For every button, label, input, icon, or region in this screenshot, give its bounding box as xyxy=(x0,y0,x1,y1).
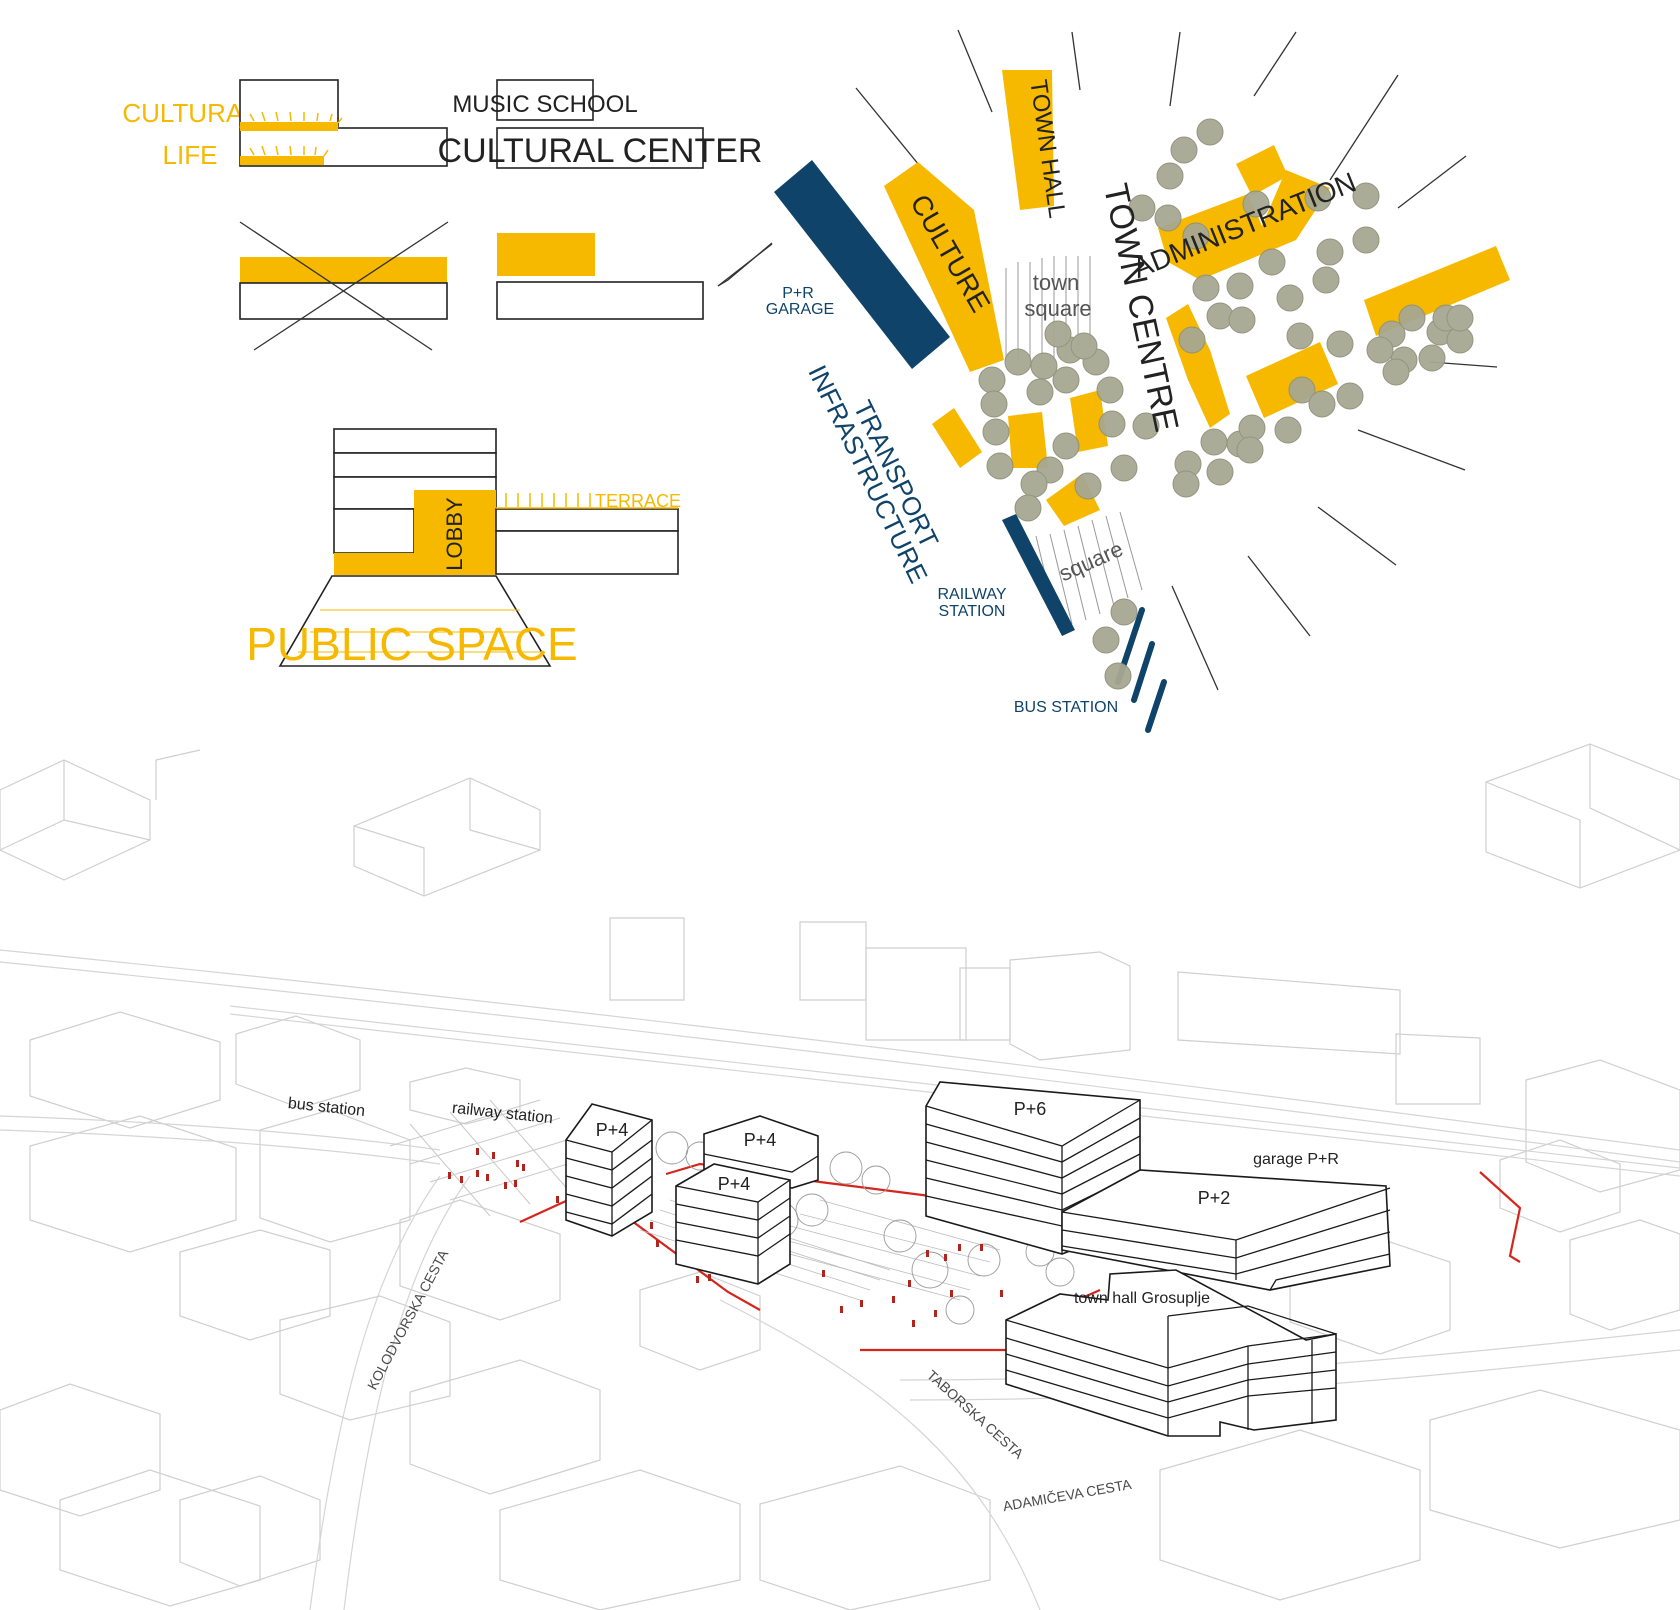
rejected-yellow-band xyxy=(240,257,447,283)
admin-small-block xyxy=(1236,145,1288,196)
music-school-label-frame xyxy=(496,79,594,121)
context-buildings xyxy=(0,743,1680,1610)
pr-garage-label-1: P+R xyxy=(782,285,814,302)
building-town-hall: town hall Grosuplje xyxy=(1005,1269,1337,1437)
station-plaza-grid xyxy=(389,1099,601,1217)
tree-canopy xyxy=(978,118,1474,690)
building-p2-garage: P+2 garage P+R xyxy=(1061,1151,1391,1291)
music-school-box xyxy=(239,79,339,127)
transport-side-block xyxy=(932,408,982,468)
lobby-block xyxy=(414,490,496,575)
section-floor-2 xyxy=(333,452,497,478)
town-hall-roof-edge xyxy=(1005,1319,1337,1369)
pr-garage-label-2: GARAGE xyxy=(766,301,834,318)
tower-p4-a: P+4 xyxy=(565,1103,653,1237)
administration-block xyxy=(1158,170,1330,280)
music-school-label: MUSIC SCHOOL xyxy=(452,91,637,118)
cross-line-1 xyxy=(239,221,433,351)
railway-station-axo-label: railway station xyxy=(451,1100,554,1128)
adamiceva-cesta-label: ADAMIČEVA CESTA xyxy=(1002,1476,1134,1514)
railway-station-block xyxy=(1002,514,1075,636)
terrace-label: TERRACE xyxy=(595,491,681,511)
concept-diagrams: CULTURAL LIFE MUSIC SCHOOL CULTURAL CENT… xyxy=(122,79,773,670)
square-block-a xyxy=(1008,412,1048,468)
cross-line-2 xyxy=(253,221,449,351)
accepted-yellow-box xyxy=(497,233,595,276)
public-space-trapezoid xyxy=(278,575,552,667)
public-space-lines xyxy=(298,609,540,653)
accepted-box xyxy=(496,281,704,320)
cultural-center-label-frame xyxy=(496,127,704,169)
lobby-label: LOBBY xyxy=(442,497,467,571)
garage-body xyxy=(1061,1169,1391,1291)
infrastructure-label: INFRASTRUCTURE xyxy=(802,360,933,587)
section-floor-4 xyxy=(333,508,415,554)
south-east-block xyxy=(1246,342,1338,418)
tower-p4-c-label: P+4 xyxy=(718,1174,751,1194)
public-space-label: PUBLIC SPACE xyxy=(246,618,577,670)
garage-label: garage P+R xyxy=(1253,1151,1339,1168)
railway-station-label-1: RAILWAY xyxy=(937,586,1006,603)
bus-station-label: BUS STATION xyxy=(1014,699,1118,716)
garage-p2-label: P+2 xyxy=(1198,1188,1231,1208)
town-hall-label: town hall Grosuplje xyxy=(1074,1290,1210,1307)
pr-garage-block xyxy=(774,160,950,369)
town-hall-block xyxy=(1002,70,1054,210)
railway-station-label-2: STATION xyxy=(939,603,1006,620)
section-floor-1 xyxy=(333,428,497,454)
tower-p4-b-label: P+4 xyxy=(744,1130,777,1150)
cultural-life-label-1: CULTURAL xyxy=(122,98,257,128)
cultural-life-label-2: LIFE xyxy=(163,140,218,170)
cultural-life-glow xyxy=(249,111,343,157)
terrace-railing xyxy=(496,493,678,509)
cultural-life-band-top xyxy=(240,122,338,131)
plot-boundary-east xyxy=(1479,1171,1522,1263)
axonometric-view: P+4 P+4 P+4 P+6 xyxy=(0,743,1680,1610)
culture-block xyxy=(884,162,1004,372)
terrace-wing-top xyxy=(495,508,679,532)
square-block-b xyxy=(1070,390,1108,452)
radiating-lines xyxy=(717,29,1498,691)
terrace-wing-bottom xyxy=(495,530,679,575)
town-square-hatch xyxy=(1005,256,1091,362)
section-ground-yellow xyxy=(334,553,414,575)
building-p6-label: P+6 xyxy=(1014,1099,1047,1119)
town-square-label-1: town xyxy=(1033,270,1079,295)
bus-station-axo-label: bus station xyxy=(287,1095,366,1120)
cultural-life-band-bottom xyxy=(240,156,324,165)
tower-p4-a-label: P+4 xyxy=(596,1120,629,1140)
town-square-label-2: square xyxy=(1024,296,1091,321)
railway-tracks xyxy=(0,949,1680,1610)
urban-diagram: TOWN HALL CULTURE ADMINISTRATION TOWN CE… xyxy=(717,29,1510,733)
people-figures xyxy=(448,1148,1003,1327)
tower-p4-c: P+4 xyxy=(675,1163,791,1285)
tower-p4-b-floor xyxy=(703,1153,819,1173)
rejected-box xyxy=(239,282,448,320)
cultural-center-label: CULTURAL CENTER xyxy=(438,132,763,170)
kolodvorska-cesta-label: KOLODVORSKA CESTA xyxy=(364,1246,452,1392)
